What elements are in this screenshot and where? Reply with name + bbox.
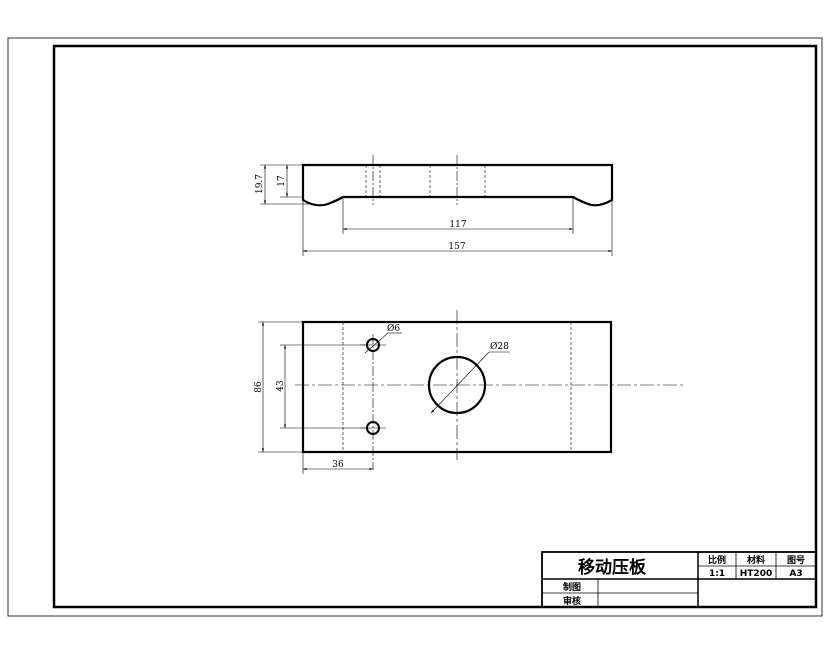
reviewed-label: 审核 <box>563 595 581 607</box>
large-hole <box>427 355 487 415</box>
material-value: HT200 <box>740 569 772 579</box>
leader-line <box>364 332 389 354</box>
outer-border <box>7 37 823 617</box>
dim-hole-spacing-label: 43 <box>276 380 286 392</box>
dim-slot-width-label: 117 <box>449 220 466 230</box>
dim-total-width-label: 157 <box>448 242 465 252</box>
material-label: 材料 <box>746 554 765 566</box>
dim-large-hole-label: Ø28 <box>490 341 509 352</box>
dim-total-height-label: 19.7 <box>255 174 265 194</box>
dim-plate-height-label: 17 <box>277 175 287 187</box>
dim-total-height-label: 86 <box>254 381 264 393</box>
leader-line <box>430 351 490 414</box>
front-view-outline <box>301 163 614 207</box>
scale-value: 1:1 <box>709 569 725 579</box>
part-name: 移动压板 <box>578 557 647 578</box>
title-block: 移动压板 比例 材料 图号 1:1 HT200 A3 制图 审核 <box>541 551 817 608</box>
drawn-label: 制图 <box>563 581 581 593</box>
dim-hole-offset-label: 36 <box>332 460 344 470</box>
scale-label: 比例 <box>708 554 726 566</box>
top-view: Ø6 Ø28 86 43 36 <box>254 310 686 474</box>
drawing-no-value: A3 <box>789 569 802 579</box>
dim-small-hole-label: Ø6 <box>387 323 400 334</box>
front-view: 19.7 17 117 157 <box>255 155 614 256</box>
drawing-no-label: 图号 <box>787 555 805 566</box>
inner-frame <box>52 44 818 609</box>
